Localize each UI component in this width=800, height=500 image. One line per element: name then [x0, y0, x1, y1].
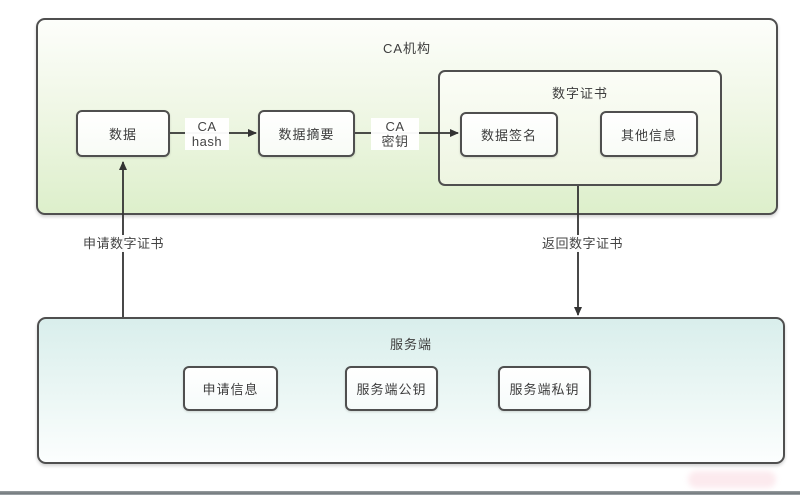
edge-label-ca-key-line2: 密钥 — [381, 134, 409, 149]
node-data: 数据 — [76, 110, 170, 157]
node-data-signature: 数据签名 — [460, 112, 558, 157]
node-server-public-key: 服务端公钥 — [345, 366, 438, 411]
edge-label-ca-key-line1: CA — [385, 119, 405, 134]
watermark-smudge — [688, 471, 776, 488]
node-data-digest: 数据摘要 — [258, 110, 355, 157]
edge-label-ca-hash: CA hash — [185, 118, 229, 150]
ca-institution-title: CA机构 — [382, 41, 432, 56]
edge-label-ca-key: CA 密钥 — [371, 118, 419, 150]
server-title: 服务端 — [389, 337, 432, 352]
node-other-info: 其他信息 — [600, 111, 698, 157]
edge-label-apply-certificate: 申请数字证书 — [80, 235, 168, 252]
digital-certificate-title: 数字证书 — [551, 86, 608, 101]
bottom-divider — [0, 491, 800, 495]
node-server-private-key: 服务端私钥 — [498, 366, 591, 411]
edge-label-return-certificate: 返回数字证书 — [539, 235, 627, 252]
edge-label-ca-hash-line2: hash — [191, 134, 223, 149]
node-apply-info: 申请信息 — [183, 366, 278, 411]
edge-label-ca-hash-line1: CA — [197, 119, 217, 134]
